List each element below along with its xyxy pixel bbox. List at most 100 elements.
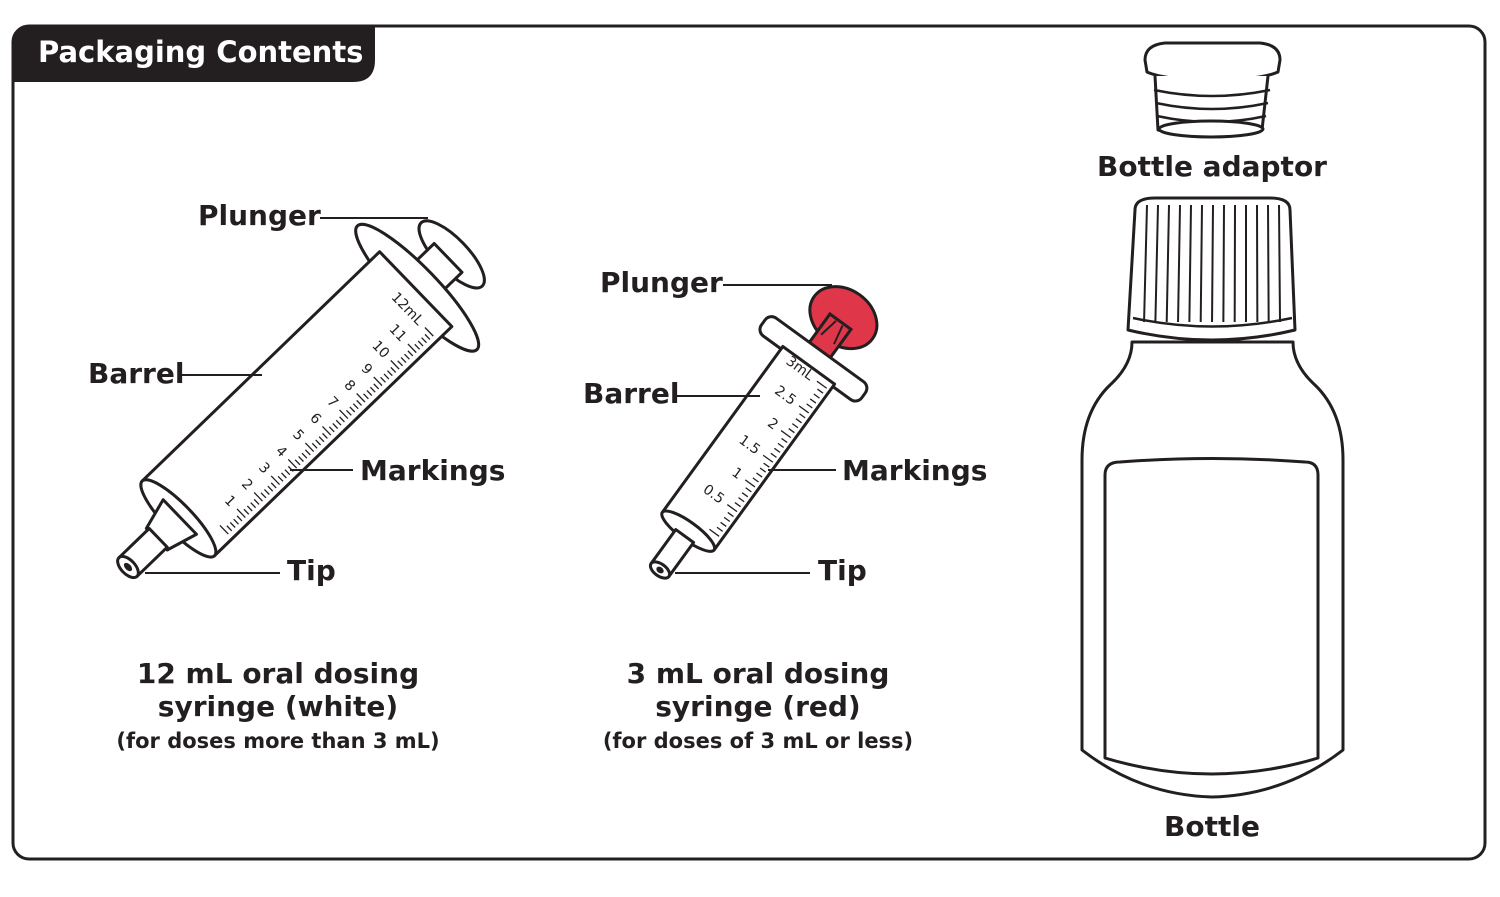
- tick-mark: [424, 333, 431, 340]
- tick-mark: [770, 452, 777, 458]
- tick-mark: [809, 398, 817, 404]
- tick-mark: [421, 337, 427, 344]
- tick-mark: [400, 357, 407, 363]
- tick-mark: [311, 442, 318, 449]
- tick-mark: [229, 522, 236, 528]
- tick-mark: [806, 403, 813, 409]
- tick-mark: [723, 516, 731, 523]
- tick-mark: [243, 508, 250, 515]
- tick-mark: [332, 423, 339, 429]
- label-bottle-adaptor: Bottle adaptor: [1097, 150, 1327, 183]
- bottle-adaptor: [1143, 41, 1282, 139]
- tick-mark: [373, 383, 380, 390]
- tick-mark: [386, 370, 393, 377]
- tick-mark: [744, 479, 756, 488]
- label-barrel: Barrel: [583, 377, 679, 410]
- tick-mark: [318, 436, 325, 443]
- caption-3ml-line1: 3 mL oral dosing: [627, 657, 890, 690]
- caption-3ml-line2: syringe (red): [655, 690, 860, 723]
- tick-mark: [246, 505, 253, 512]
- cap-ridges: [1143, 204, 1282, 323]
- tick-mark: [281, 472, 287, 479]
- tick-mark: [745, 487, 752, 493]
- tick-mark: [788, 428, 795, 434]
- tick-mark: [390, 360, 400, 370]
- tick-mark: [414, 343, 421, 350]
- tick-mark: [369, 386, 376, 393]
- tick-mark: [335, 419, 342, 426]
- caption-12ml-line3: (for doses more than 3 mL): [116, 729, 439, 753]
- tick-mark: [741, 492, 749, 498]
- tick-mark: [328, 426, 335, 433]
- label-markings: Markings: [360, 454, 505, 487]
- tick-mark: [756, 472, 763, 478]
- header-tab: [13, 26, 375, 82]
- tick-mark: [404, 353, 410, 360]
- caption-12ml-line1: 12 mL oral dosing: [137, 657, 419, 690]
- tick-mark: [363, 393, 369, 400]
- tick-mark: [304, 449, 311, 456]
- bottle: [1080, 196, 1345, 799]
- tick-mark: [284, 469, 291, 476]
- tick-mark: [294, 459, 301, 466]
- tick-mark: [816, 380, 828, 389]
- tick-mark: [752, 477, 759, 483]
- tick-mark: [253, 498, 260, 505]
- tip-hole: [656, 566, 664, 574]
- header-title: Packaging Contents: [38, 35, 363, 69]
- tick-mark: [356, 399, 363, 406]
- tick-mark: [356, 393, 366, 403]
- tick-mark: [397, 360, 404, 367]
- markings-ticks: [709, 380, 828, 537]
- tick-mark: [322, 432, 328, 439]
- tick-mark: [777, 442, 785, 448]
- label-barrel: Barrel: [88, 357, 184, 390]
- label-bottle: Bottle: [1164, 810, 1260, 843]
- tick-mark: [780, 430, 792, 439]
- tip-hole: [123, 562, 133, 572]
- tick-mark: [390, 366, 397, 373]
- tick-mark: [762, 454, 774, 463]
- label-tip: Tip: [287, 554, 336, 587]
- tick-mark: [270, 482, 277, 489]
- tick-mark: [817, 388, 824, 394]
- tick-mark: [250, 502, 257, 509]
- tick-mark: [763, 462, 770, 468]
- plunger-ribs: [820, 320, 844, 345]
- tick-mark: [781, 437, 788, 444]
- tick-mark: [383, 373, 390, 380]
- tick-mark: [407, 343, 417, 354]
- caption-3ml-line3: (for doses of 3 mL or less): [603, 729, 913, 753]
- tick-mark: [380, 376, 386, 383]
- tick-mark: [219, 525, 229, 535]
- tick-mark: [407, 350, 414, 357]
- tick-mark: [339, 409, 349, 420]
- tick-mark: [253, 492, 263, 502]
- tick-mark: [726, 504, 738, 513]
- tick-mark: [720, 521, 727, 527]
- tick-mark: [795, 418, 802, 424]
- tick-mark: [270, 475, 281, 486]
- tick-mark: [417, 340, 424, 347]
- label-tip: Tip: [818, 554, 867, 587]
- tick-mark: [373, 376, 383, 387]
- tick-mark: [759, 467, 767, 473]
- label-markings: Markings: [842, 454, 987, 487]
- bottle-label-area: [1103, 457, 1320, 776]
- tick-mark: [352, 403, 359, 410]
- markings-ticks: [219, 327, 434, 535]
- tick-mark: [738, 497, 745, 503]
- caption-12ml-line2: syringe (white): [158, 690, 398, 723]
- tick-mark: [349, 406, 356, 413]
- label-plunger: Plunger: [198, 199, 321, 232]
- tick-mark: [774, 447, 781, 453]
- label-plunger: Plunger: [600, 266, 723, 299]
- tick-mark: [799, 413, 806, 419]
- tick-mark: [813, 393, 820, 399]
- tick-mark: [366, 390, 373, 396]
- tick-mark: [798, 405, 810, 414]
- tick-mark: [260, 492, 267, 499]
